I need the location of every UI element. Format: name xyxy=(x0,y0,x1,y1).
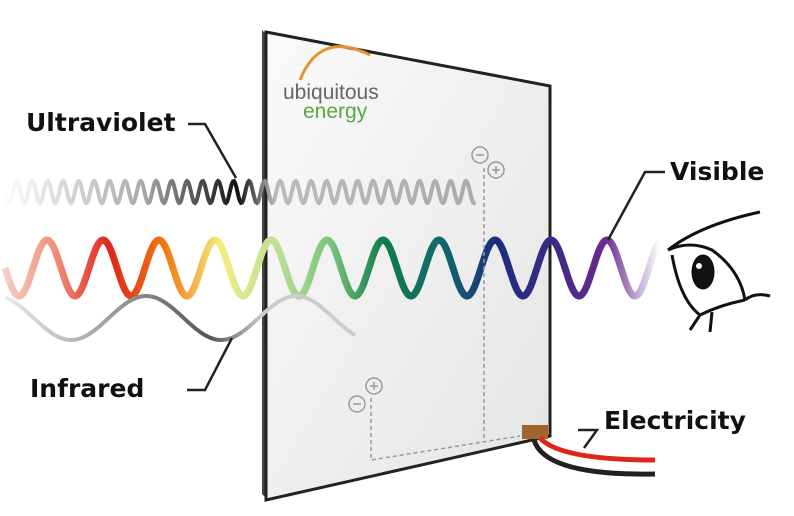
leader-lines xyxy=(187,122,665,449)
wire-red xyxy=(538,436,656,463)
electricity-label: Electricity xyxy=(604,406,746,435)
wire-black xyxy=(531,439,656,477)
infrared-label: Infrared xyxy=(30,374,145,403)
visible-wave xyxy=(1,236,663,300)
charge-flow xyxy=(348,146,521,461)
solar-panel xyxy=(264,30,552,502)
logo-line1: ubiquitous xyxy=(283,81,379,104)
ultraviolet-label: Ultraviolet xyxy=(26,108,176,137)
connector xyxy=(522,425,548,439)
logo-arc xyxy=(298,45,371,81)
infrared-wave xyxy=(4,294,357,342)
visible-label: Visible xyxy=(670,157,765,186)
ultraviolet-wave xyxy=(3,178,477,206)
plus-icon xyxy=(365,377,383,395)
minus-icon xyxy=(471,146,489,164)
eye-icon xyxy=(667,210,771,333)
logo-line2: energy xyxy=(303,100,368,123)
minus-icon xyxy=(348,395,366,413)
plus-icon xyxy=(487,161,505,179)
